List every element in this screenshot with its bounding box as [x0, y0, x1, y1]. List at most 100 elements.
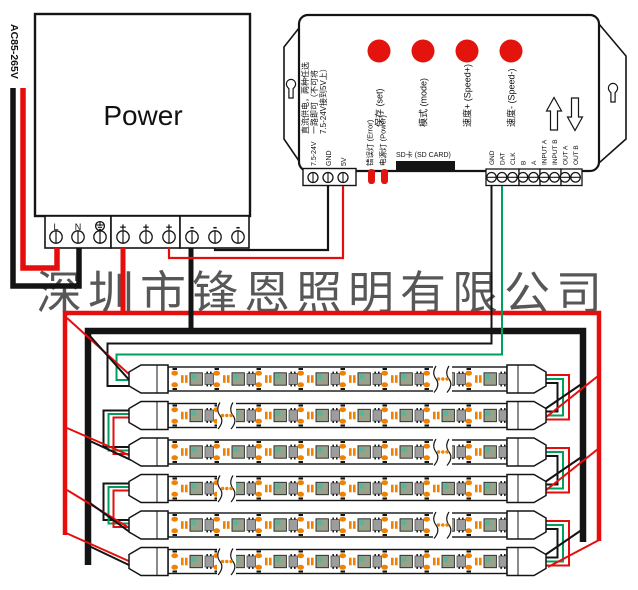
chip-pin — [336, 421, 338, 423]
led-glint — [359, 410, 365, 416]
solder-pad — [340, 514, 345, 516]
led-module — [339, 550, 383, 573]
solder-pad — [340, 477, 345, 480]
chip-pin — [378, 517, 380, 520]
resistor — [349, 411, 352, 420]
resistor — [223, 375, 226, 383]
solder-pad — [214, 368, 219, 370]
chip-pin — [336, 371, 338, 374]
solder-pad — [381, 480, 389, 486]
solder-pad — [172, 441, 177, 443]
solder-pad — [255, 382, 262, 388]
chip-pin — [420, 530, 422, 533]
power-tap-black — [544, 528, 584, 556]
solder-pad — [256, 570, 261, 573]
solder-pad — [171, 491, 178, 497]
solder-pad — [382, 424, 387, 427]
ic-chip — [288, 409, 299, 422]
resistor — [475, 411, 478, 420]
solder-pad — [297, 418, 305, 424]
resistor — [349, 484, 352, 493]
chip-pin — [332, 481, 334, 483]
solder-pad — [382, 570, 387, 573]
resistor — [181, 521, 184, 529]
led-glint — [275, 520, 281, 525]
terminal-label-negative: - — [236, 219, 240, 234]
chip-pin — [420, 384, 422, 387]
solder-pad — [297, 553, 305, 559]
chip-pin — [206, 517, 208, 520]
chip-pin — [504, 371, 506, 374]
resistor — [265, 448, 268, 456]
chip-pin — [462, 530, 464, 533]
chip-pin — [332, 444, 334, 447]
resistor — [479, 448, 482, 456]
led-module — [423, 404, 467, 427]
chip-pin — [294, 481, 296, 483]
led-strip-row — [128, 510, 547, 540]
sd-card-label: SD卡 (SD CARD) — [396, 150, 451, 159]
resistor — [349, 375, 352, 383]
solder-pad — [171, 564, 178, 570]
led-module — [339, 514, 383, 536]
solder-pad — [340, 550, 345, 553]
solder-pad — [214, 441, 219, 443]
resistor — [349, 448, 352, 456]
chip-pin — [420, 494, 422, 496]
strip-connector-right — [506, 510, 547, 540]
led-glint — [233, 447, 239, 452]
ic-chip — [456, 519, 467, 531]
resistor — [475, 521, 478, 529]
chip-pin — [504, 567, 506, 569]
solder-pad — [465, 418, 473, 424]
solder-pad — [298, 570, 303, 573]
solder-pad — [423, 407, 431, 413]
solder-pad — [423, 553, 431, 559]
resistor — [353, 557, 356, 566]
chip-pin — [458, 481, 460, 483]
solder-pad — [172, 534, 177, 536]
chip-pin — [290, 384, 292, 387]
strip-link-red — [112, 416, 131, 455]
solder-pad — [298, 514, 303, 516]
led-module — [213, 514, 257, 536]
chip-pin — [206, 481, 208, 483]
solder-pad — [214, 497, 219, 500]
solder-pad — [465, 370, 473, 376]
chip-pin — [290, 457, 292, 460]
chip-pin — [290, 408, 292, 410]
solder-pad — [340, 368, 345, 370]
chip-pin — [332, 554, 334, 556]
ic-chip — [330, 555, 341, 568]
chip-pin — [374, 530, 376, 533]
chip-pin — [500, 567, 502, 569]
led-module — [297, 514, 341, 536]
ic-chip — [246, 555, 257, 568]
chip-pin — [462, 371, 464, 374]
resistor — [265, 521, 268, 529]
led-glint — [275, 410, 281, 416]
solder-pad — [382, 461, 387, 463]
solder-pad — [298, 404, 303, 407]
chip-pin — [336, 481, 338, 483]
led-glint — [401, 410, 407, 416]
chip-pin — [462, 517, 464, 520]
solder-pad — [466, 461, 471, 463]
resistor — [181, 375, 184, 383]
chip-pin — [252, 494, 254, 496]
chip-pin — [504, 494, 506, 496]
chip-pin — [374, 384, 376, 387]
resistor — [395, 484, 398, 493]
ctrl-terminal-label: CLK — [510, 152, 517, 165]
solder-pad — [171, 418, 178, 424]
solder-pad — [255, 370, 262, 376]
chip-pin — [374, 481, 376, 483]
chip-pin — [248, 371, 250, 374]
led-module — [255, 368, 299, 390]
strip-link-black — [545, 455, 559, 486]
set-button — [367, 39, 391, 63]
resistor — [475, 484, 478, 493]
keyhole-slot-icon — [607, 82, 619, 103]
resistor — [391, 557, 394, 566]
